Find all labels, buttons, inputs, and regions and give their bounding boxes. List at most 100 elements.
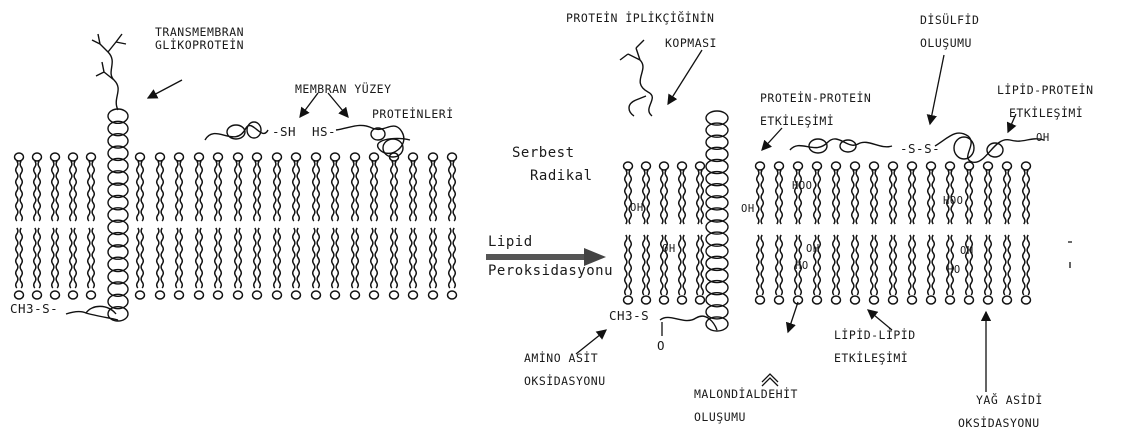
- lipid-tail: [391, 161, 393, 221]
- membrane-surface-proteins-label-2: PROTEİNLERİ: [372, 108, 454, 121]
- lipid-tail: [157, 228, 159, 288]
- lipid-tail: [795, 170, 797, 224]
- free-radical-label-1: Serbest: [512, 147, 575, 160]
- lipid-tail: [780, 235, 782, 295]
- lipid-head: [273, 153, 282, 161]
- lipid-head: [1022, 162, 1031, 170]
- lipid-tail: [1008, 235, 1010, 295]
- annotation-arrow: [868, 310, 892, 330]
- lipid-tail: [219, 161, 221, 221]
- lipid-tail: [70, 161, 72, 221]
- lipid-tail: [74, 228, 76, 288]
- oh-group-5: OH: [960, 245, 974, 258]
- lipid-tail: [837, 235, 839, 295]
- lipid-tail: [449, 228, 451, 288]
- lipid-peroxidation-label-2: Peroksidasyonu: [488, 265, 613, 278]
- lipid-head: [175, 153, 184, 161]
- lipid-head: [292, 291, 301, 299]
- lipid-head: [870, 296, 879, 304]
- lipid-tail: [219, 228, 221, 288]
- lipid-tail: [336, 228, 338, 288]
- lipid-tail: [643, 170, 645, 224]
- lipid-tail: [757, 170, 759, 224]
- lipid-head: [946, 296, 955, 304]
- lipid-tail: [414, 228, 416, 288]
- lipid-tail: [1008, 170, 1010, 224]
- lipid-tail: [352, 228, 354, 288]
- lipid-tail: [856, 170, 858, 224]
- lipid-tail: [856, 235, 858, 295]
- lipid-head: [678, 162, 687, 170]
- lipid-tail: [395, 228, 397, 288]
- annotation-arrow: [668, 50, 702, 104]
- lipid-tail: [137, 228, 139, 288]
- lipid-head: [370, 291, 379, 299]
- lipid-tail: [254, 228, 256, 288]
- lipid-head: [1003, 162, 1012, 170]
- lipid-tail: [776, 235, 778, 295]
- lipid-head: [234, 291, 243, 299]
- lipid-tail: [697, 235, 699, 295]
- lipid-tail: [701, 170, 703, 224]
- broken-glycan: [620, 40, 652, 116]
- lipid-tail: [449, 161, 451, 221]
- sh-group-label: -SH: [272, 125, 296, 138]
- lipid-head: [642, 296, 651, 304]
- lipid-head: [69, 153, 78, 161]
- annotation-arrow: [788, 302, 798, 332]
- surface-protein-1: [205, 125, 268, 140]
- lipid-head: [156, 153, 165, 161]
- lipid-head: [429, 291, 438, 299]
- lipid-head: [660, 296, 669, 304]
- lipid-tail: [352, 161, 354, 221]
- lipid-tail: [833, 170, 835, 224]
- lipid-head: [292, 153, 301, 161]
- lipid-tail: [88, 161, 90, 221]
- lipid-tail: [371, 161, 373, 221]
- lipid-tail: [20, 161, 22, 221]
- lipid-tail: [200, 228, 202, 288]
- disulfide-bond-label: -S-S-: [900, 142, 940, 155]
- lipid-head: [370, 153, 379, 161]
- lipid-tail: [239, 228, 241, 288]
- lipid-tail: [661, 170, 663, 224]
- lipid-tail: [278, 228, 280, 288]
- lipid-head: [448, 153, 457, 161]
- lipid-tail: [74, 161, 76, 221]
- lipid-head: [234, 153, 243, 161]
- lipid-head: [331, 153, 340, 161]
- lipid-head: [642, 162, 651, 170]
- lipid-tail: [818, 170, 820, 224]
- lipid-tail: [453, 228, 455, 288]
- lipid-head: [69, 291, 78, 299]
- lipid-head: [87, 291, 96, 299]
- lipid-tail: [215, 161, 217, 221]
- annotation-arrow: [328, 93, 348, 117]
- lipid-tail: [332, 161, 334, 221]
- lipid-tail: [92, 228, 94, 288]
- protein-loop: [840, 140, 856, 152]
- lipid-tail: [215, 228, 217, 288]
- lipid-tail: [278, 161, 280, 221]
- lipid-tail: [625, 235, 627, 295]
- disulfide-formation-label: DİSÜLFİD OLUŞUMU: [920, 14, 979, 50]
- lipid-tail: [833, 235, 835, 295]
- lipid-head: [813, 296, 822, 304]
- lipid-head: [136, 291, 145, 299]
- lipid-tail: [1023, 170, 1025, 224]
- lipid-tail: [643, 235, 645, 295]
- lipid-tail: [254, 161, 256, 221]
- lipid-tail: [297, 228, 299, 288]
- lipid-head: [33, 153, 42, 161]
- lipid-tail: [890, 235, 892, 295]
- lipid-lipid-interaction-label: LİPİD-LİPİD ETKİLEŞİMİ: [834, 329, 916, 365]
- lipid-tail: [683, 235, 685, 295]
- lipid-tail: [852, 235, 854, 295]
- lipid-tail: [235, 161, 237, 221]
- lipid-tail: [757, 235, 759, 295]
- lipid-tail: [34, 161, 36, 221]
- lipid-tail: [761, 170, 763, 224]
- lipid-tail: [894, 235, 896, 295]
- lipid-tail: [453, 161, 455, 221]
